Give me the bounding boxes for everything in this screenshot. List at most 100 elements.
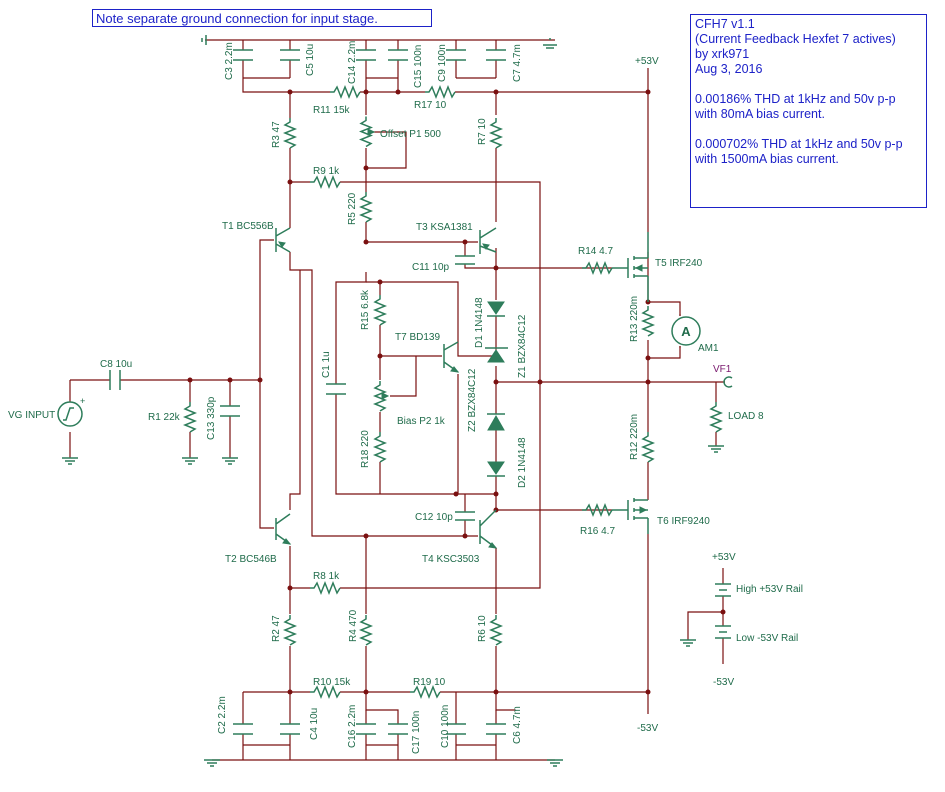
- ground-symbols: [62, 35, 724, 767]
- label-r4: R4 470: [348, 609, 359, 642]
- label-c4: C4 10u: [309, 708, 320, 740]
- info-thd2-line1: 0.000702% THD at 1kHz and 50v p-p: [695, 137, 903, 151]
- label-c2: C2 2.2m: [217, 696, 228, 734]
- label-rail-neg: -53V: [637, 723, 658, 734]
- label-z2: Z2 BZX84C12: [467, 368, 478, 432]
- component-labels: C3 2.2m C5 10u C14 2.2m C15 100n C9 100n…: [8, 41, 803, 754]
- label-r17: R17 10: [414, 100, 447, 111]
- label-r12: R12 220m: [629, 414, 640, 460]
- label-c5: C5 10u: [305, 44, 316, 76]
- label-t1: T1 BC556B: [222, 221, 274, 232]
- svg-text:+: +: [80, 396, 85, 406]
- voltmeter-probe-icon: [723, 376, 733, 388]
- info-subtitle: (Current Feedback Hexfet 7 actives): [695, 32, 896, 46]
- label-c15: C15 100n: [413, 45, 424, 88]
- label-r13: R13 220m: [629, 296, 640, 342]
- label-c10: C10 100n: [440, 705, 451, 748]
- label-r18: R18 220: [360, 430, 371, 468]
- wires: [69, 39, 725, 761]
- transistor-t4: [479, 509, 498, 549]
- label-c6: C6 4.7m: [512, 706, 523, 744]
- battery-low-rail: [715, 625, 731, 639]
- label-d1: D1 1N4148: [474, 297, 485, 348]
- junction-dots: [187, 89, 726, 695]
- label-r14: R14 4.7: [578, 246, 613, 257]
- diode-d1: [487, 301, 505, 317]
- label-r10: R10 15k: [313, 677, 351, 688]
- capacitor-symbols-bottom: [233, 723, 506, 735]
- ground-note: Note separate ground connection for inpu…: [92, 9, 432, 27]
- capacitor-symbols-top: [233, 49, 506, 61]
- resistor-symbols-horizontal: [309, 86, 613, 698]
- label-vf1: VF1: [713, 364, 732, 375]
- label-r15: R15 6.8k: [360, 289, 371, 330]
- label-p1: Offset P1 500: [380, 129, 441, 140]
- mosfet-t5: [612, 232, 649, 302]
- battery-high-rail: [715, 583, 731, 597]
- label-r1: R1 22k: [148, 412, 181, 423]
- info-date: Aug 3, 2016: [695, 62, 763, 76]
- svg-text:A: A: [681, 324, 691, 339]
- label-r2: R2 47: [271, 615, 282, 642]
- label-rail-pos: +53V: [635, 56, 659, 67]
- capacitor-c12: [455, 511, 475, 521]
- label-c1: C1 1u: [321, 351, 332, 378]
- zener-z1: [485, 347, 508, 363]
- label-r16: R16 4.7: [580, 526, 615, 537]
- info-box: CFH7 v1.1 (Current Feedback Hexfet 7 act…: [690, 14, 927, 208]
- label-r9: R9 1k: [313, 166, 340, 177]
- capacitor-c11: [455, 255, 475, 265]
- label-c17: C17 100n: [411, 711, 422, 754]
- potentiometer-p2: [374, 380, 390, 412]
- label-c13: C13 330p: [206, 396, 217, 440]
- ammeter-am1: A: [671, 314, 701, 348]
- label-r7: R7 10: [477, 118, 488, 145]
- label-d2: D2 1N4148: [517, 437, 528, 488]
- label-p2: Bias P2 1k: [397, 416, 446, 427]
- label-c12: C12 10p: [415, 512, 453, 523]
- label-c16: C16 2.2m: [347, 705, 358, 748]
- label-c3: C3 2.2m: [224, 42, 235, 80]
- info-author: by xrk971: [695, 47, 750, 61]
- label-c8: C8 10u: [100, 359, 132, 370]
- label-c11: C11 10p: [412, 262, 450, 273]
- label-c9: C9 100n: [437, 44, 448, 82]
- label-vp-battery: +53V: [712, 552, 736, 563]
- capacitor-c13: [220, 405, 240, 417]
- capacitor-c8: [109, 370, 121, 390]
- label-high-rail: High +53V Rail: [736, 584, 803, 595]
- info-thd1-line2: with 80mA bias current.: [695, 107, 825, 121]
- label-r3: R3 47: [271, 121, 282, 148]
- potentiometer-p1: [360, 115, 376, 148]
- label-load: LOAD 8: [728, 411, 764, 422]
- label-r5: R5 220: [347, 192, 358, 225]
- info-thd2-line2: with 1500mA bias current.: [695, 152, 839, 166]
- capacitor-c1: [326, 383, 346, 395]
- label-t5: T5 IRF240: [655, 258, 703, 269]
- info-title: CFH7 v1.1: [695, 17, 755, 31]
- label-c7: C7 4.7m: [512, 44, 523, 82]
- mosfet-t6: [612, 498, 649, 534]
- label-low-rail: Low -53V Rail: [736, 633, 798, 644]
- label-r11: R11 15k: [313, 105, 351, 116]
- label-c14: C14 2.2m: [347, 41, 358, 84]
- label-vg: VG INPUT: [8, 410, 55, 421]
- signal-generator-icon: +: [57, 396, 85, 427]
- transistor-t1: [275, 227, 291, 253]
- label-am1: AM1: [698, 343, 719, 354]
- zener-z2: [487, 413, 505, 431]
- info-thd1-line1: 0.00186% THD at 1kHz and 50v p-p: [695, 92, 896, 106]
- transistor-t7: [443, 341, 460, 373]
- label-t7: T7 BD139: [395, 332, 440, 343]
- label-r19: R19 10: [413, 677, 446, 688]
- label-r8: R8 1k: [313, 571, 340, 582]
- label-r6: R6 10: [477, 615, 488, 642]
- transistor-t3: [479, 227, 497, 254]
- label-t4: T4 KSC3503: [422, 554, 480, 565]
- label-t6: T6 IRF9240: [657, 516, 710, 527]
- transistor-t2: [275, 513, 292, 545]
- label-z1: Z1 BZX84C12: [517, 314, 528, 378]
- label-vn-battery: -53V: [713, 677, 734, 688]
- diode-d2: [487, 461, 505, 477]
